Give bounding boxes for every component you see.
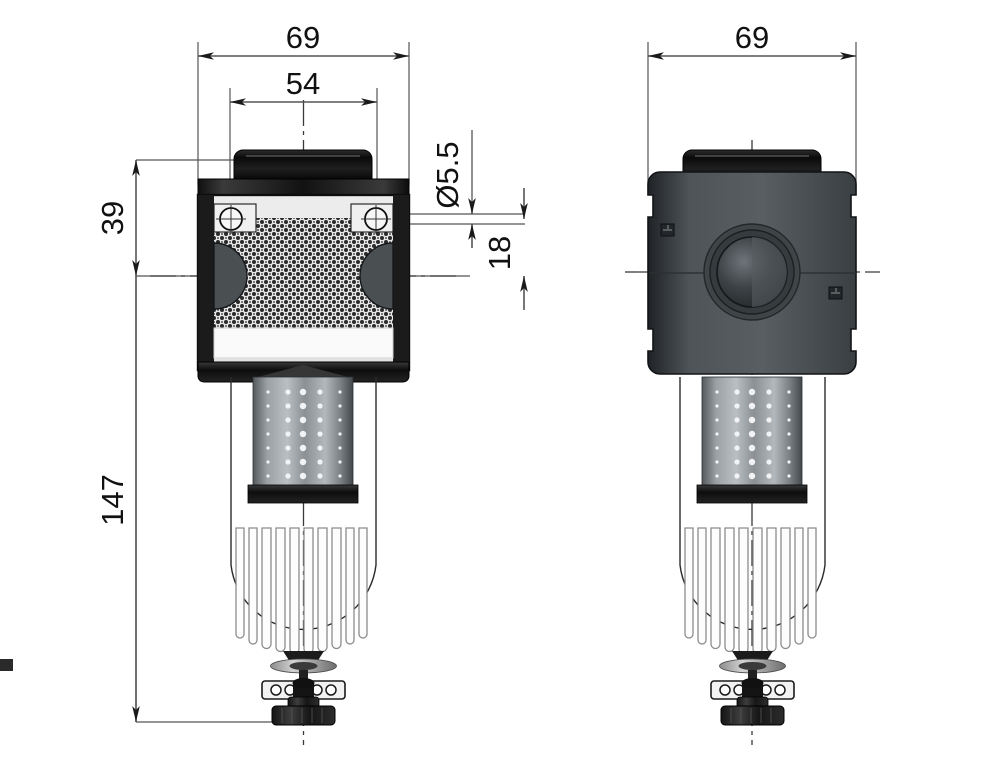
body-lower-divider [214, 358, 393, 363]
body-top-rail [197, 178, 410, 196]
dimension-69-front: 69 [198, 20, 409, 60]
label-badge-lower [828, 286, 843, 300]
filter-element-base-ring [247, 484, 359, 504]
drain-valve [0, 651, 346, 715]
dimension-147-front: 147 [95, 276, 140, 722]
bowl-guard-fins [235, 527, 368, 655]
top-view-extension-lines [647, 42, 857, 195]
label-badge-upper [660, 223, 675, 237]
dimension-18-front-label: 18 [482, 236, 517, 270]
dimension-54-front: 54 [230, 66, 377, 106]
dimension-hole-diameter-label: Ø5.5 [430, 141, 465, 208]
body-upper-band [214, 197, 393, 218]
dimension-69-front-label: 69 [286, 20, 320, 55]
dimension-18-front: 18 [482, 188, 528, 310]
dimension-hole-diameter: Ø5.5 [430, 130, 476, 248]
top-view: 69 [625, 20, 880, 745]
mounting-hole-left [213, 203, 257, 234]
port-right [359, 242, 394, 310]
drain-knob [271, 705, 336, 726]
dimension-39-front-label: 39 [95, 201, 130, 235]
front-view: 69 54 39 147 Ø5.5 18 [0, 20, 528, 745]
filter-element-right-base-ring [696, 484, 808, 504]
top-cap [233, 149, 373, 182]
dimension-39-front: 39 [95, 160, 140, 276]
dimension-147-front-label: 147 [95, 474, 130, 526]
mounting-hole-right [350, 203, 394, 234]
port-left [213, 242, 248, 310]
center-port [703, 223, 801, 321]
dimension-69-top-label: 69 [735, 20, 769, 55]
filter-element-perforations [266, 388, 342, 480]
bottom-chamfer [258, 365, 348, 377]
drain-knob-right [720, 705, 785, 726]
dimension-54-front-label: 54 [286, 66, 320, 101]
drain-valve-right [710, 651, 795, 715]
body-left-wall [198, 195, 214, 370]
bowl-guard-fins-right [684, 527, 817, 655]
filter-element-right-perforations [715, 388, 791, 480]
body-right-wall [393, 195, 409, 370]
body-lower-window [213, 327, 394, 359]
dimension-69-top: 69 [648, 20, 856, 60]
